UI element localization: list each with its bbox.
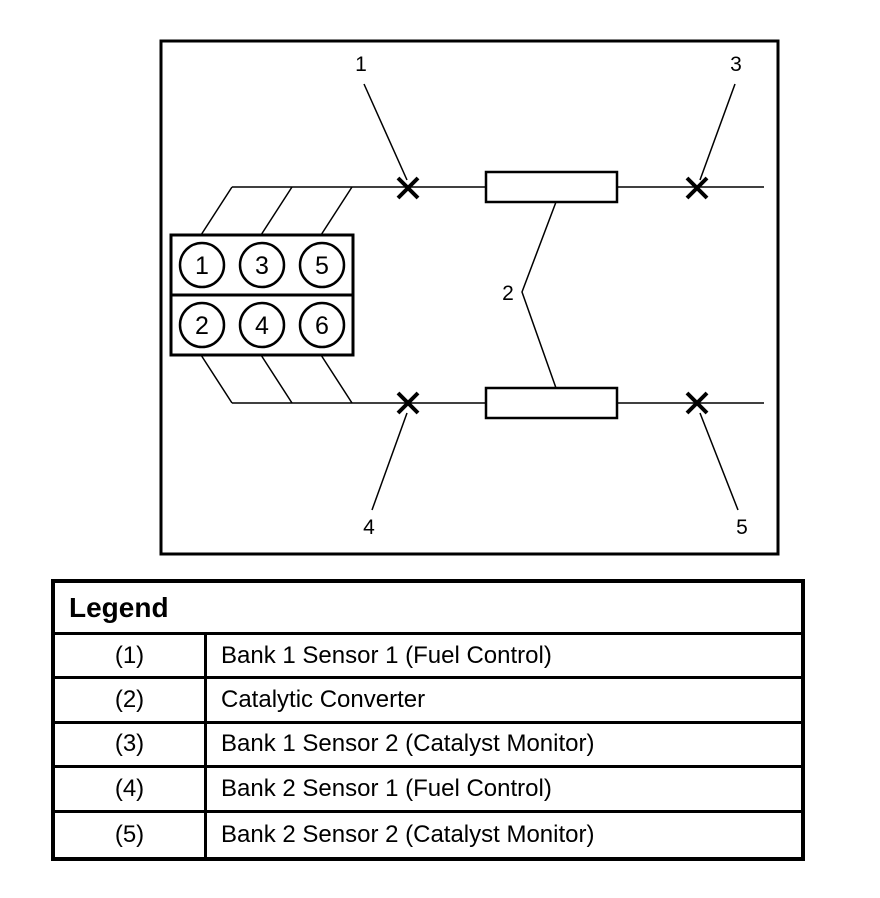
legend-row-number: (1) [55, 635, 207, 680]
callout-4: 4 [363, 516, 375, 539]
cylinder-label-1: 1 [195, 252, 209, 280]
cylinder-label-6: 6 [315, 312, 329, 340]
cylinder-4 [238, 301, 286, 349]
leader-lines [363, 83, 739, 511]
catalytic-converter-bank-2 [484, 386, 619, 420]
callout-2: 2 [502, 282, 514, 305]
callout-5: 5 [736, 516, 748, 539]
bank-1-exhaust [200, 186, 764, 236]
cylinder-label-2: 2 [195, 312, 209, 340]
cylinder-6 [298, 301, 346, 349]
sensor-marker-1 [396, 176, 420, 200]
callout-3: 3 [730, 53, 742, 76]
cylinder-3 [238, 241, 286, 289]
legend-title: Legend [55, 583, 801, 635]
bank-2-exhaust [200, 354, 764, 404]
legend-row-description: Bank 2 Sensor 2 (Catalyst Monitor) [221, 820, 595, 848]
cylinder-1 [178, 241, 226, 289]
callout-1: 1 [355, 53, 367, 76]
legend-table: Legend (1) Bank 1 Sensor 1 (Fuel Control… [51, 579, 805, 861]
legend-row-description: Bank 1 Sensor 2 (Catalyst Monitor) [207, 724, 801, 769]
legend-row-description: Catalytic Converter [207, 679, 801, 724]
diagram-frame [159, 39, 780, 556]
legend-row-number: (3) [55, 723, 207, 769]
cylinder-label-5: 5 [315, 252, 329, 280]
sensor-marker-5 [685, 391, 709, 415]
engine-block: 1 3 5 2 4 6 [169, 233, 355, 357]
legend-row-description: Bank 2 Sensor 1 (Fuel Control) [207, 768, 801, 813]
sensor-marker-3 [685, 176, 709, 200]
sensor-marker-4 [396, 391, 420, 415]
legend-row-number: (4) [55, 768, 207, 813]
legend-row-number: (5) [55, 812, 207, 857]
legend-row-description: Bank 1 Sensor 1 (Fuel Control) [207, 635, 801, 680]
cylinder-label-3: 3 [255, 252, 269, 280]
cylinder-5 [298, 241, 346, 289]
cylinder-label-4: 4 [255, 312, 269, 340]
catalytic-converter-bank-1 [484, 170, 619, 204]
exhaust-diagram: 1 3 5 2 4 6 [159, 39, 780, 556]
legend-row-number: (2) [55, 679, 207, 724]
cylinder-2 [178, 301, 226, 349]
